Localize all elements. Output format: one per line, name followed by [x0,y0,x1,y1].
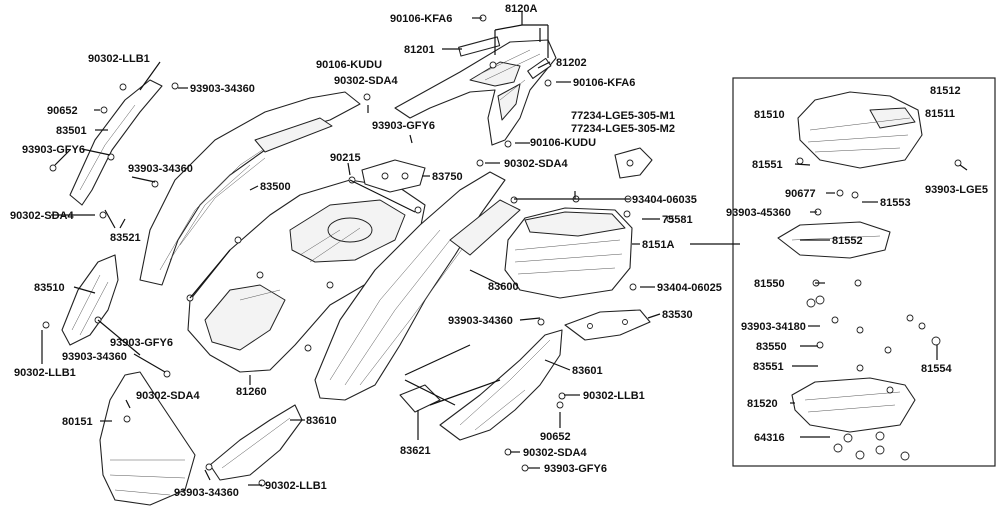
inner-tray-part [791,377,916,433]
lid-seal-part [777,221,891,259]
top-box-part [504,207,633,299]
label-90106-kudu-a: 90106-KUDU [316,59,382,71]
label-83600: 83600 [488,281,519,293]
label-81511: 81511 [925,108,955,120]
label-83500: 83500 [260,181,291,193]
label-90106-kfa6-top: 90106-KFA6 [390,13,452,25]
label-90302-sda4-c: 90302-SDA4 [10,210,74,222]
right-rear-cover-part [439,329,563,441]
label-90677: 90677 [785,188,816,200]
label-8120a: 8120A [505,3,537,15]
fasteners [42,14,962,487]
label-81510: 81510 [754,109,785,121]
part-labels: 90106-KFA6 8120A 90302-LLB1 81201 81202 … [10,3,988,499]
rear-carrier-part [394,36,557,146]
label-93903-34360-c: 93903-34360 [448,315,513,327]
label-93404-06025: 93404-06025 [657,282,722,294]
label-90652-a: 90652 [47,105,78,117]
label-81550: 81550 [754,278,785,290]
label-93903-gfy6-c: 93903-GFY6 [110,337,173,349]
left-side-cover-part [139,91,361,286]
step-panel-part [209,404,303,481]
label-93903-lge5: 93903-LGE5 [925,184,988,196]
label-90302-llb1-d: 90302-LLB1 [265,480,327,492]
left-inner-panel-part [61,254,119,346]
label-90302-sda4-d: 90302-SDA4 [136,390,200,402]
label-8151a: 8151A [642,239,674,251]
label-90302-sda4-b: 90302-SDA4 [504,158,568,170]
label-81551: 81551 [752,159,783,171]
label-81260: 81260 [236,386,267,398]
label-93903-gfy6-a: 93903-GFY6 [372,120,435,132]
label-81554: 81554 [921,363,952,375]
label-90302-llb1-a: 90302-LLB1 [88,53,150,65]
label-77234-m2: 77234-LGE5-305-M2 [571,123,675,135]
label-81552: 81552 [832,235,863,247]
label-81520: 81520 [747,398,778,410]
label-81202: 81202 [556,57,587,69]
label-90106-kudu-b: 90106-KUDU [530,137,596,149]
label-90302-llb1-b: 90302-LLB1 [14,367,76,379]
label-83550: 83550 [756,341,787,353]
label-83530: 83530 [662,309,693,321]
label-83750: 83750 [432,171,463,183]
label-93903-34360-d: 93903-34360 [62,351,127,363]
label-93903-gfy6-b: 93903-GFY6 [22,144,85,156]
label-81553: 81553 [880,197,911,209]
top-box-lid-part [797,91,923,169]
label-93903-gfy6-d: 93903-GFY6 [544,463,607,475]
label-77234-m1: 77234-LGE5-305-M1 [571,110,675,122]
label-90302-llb1-c: 90302-LLB1 [583,390,645,402]
label-90302-sda4-a: 90302-SDA4 [334,75,398,87]
label-83621: 83621 [400,445,431,457]
label-90215: 90215 [330,152,361,164]
label-93903-34360-b: 93903-34360 [128,163,193,175]
label-83601: 83601 [572,365,603,377]
label-90302-sda4-e: 90302-SDA4 [523,447,587,459]
label-83521: 83521 [110,232,141,244]
top-box-detail-frame [732,77,996,467]
label-75581: 75581 [662,214,693,226]
latch-part [614,147,653,179]
label-93903-34180: 93903-34180 [741,321,806,333]
front-lower-cover-part [99,371,196,506]
left-rear-garnish-part [69,79,163,206]
label-90106-kfa6-b: 90106-KFA6 [573,77,635,89]
label-93903-34360-e: 93903-34360 [174,487,239,499]
label-93404-06035: 93404-06035 [632,194,697,206]
label-83551: 83551 [753,361,784,373]
label-93903-45360: 93903-45360 [726,207,791,219]
right-side-cover-part [314,171,521,401]
label-93903-34360-a: 93903-34360 [190,83,255,95]
label-80151: 80151 [62,416,93,428]
label-81201: 81201 [404,44,435,56]
label-83501: 83501 [56,125,87,137]
label-64316: 64316 [754,432,785,444]
leader-lines [41,12,968,486]
small-plate-part [399,384,441,413]
label-90652-b: 90652 [540,431,571,443]
label-83610: 83610 [306,415,337,427]
rear-bracket-part [564,309,651,341]
label-83510: 83510 [34,282,65,294]
center-cover-part [361,159,426,193]
label-81512: 81512 [930,85,961,97]
